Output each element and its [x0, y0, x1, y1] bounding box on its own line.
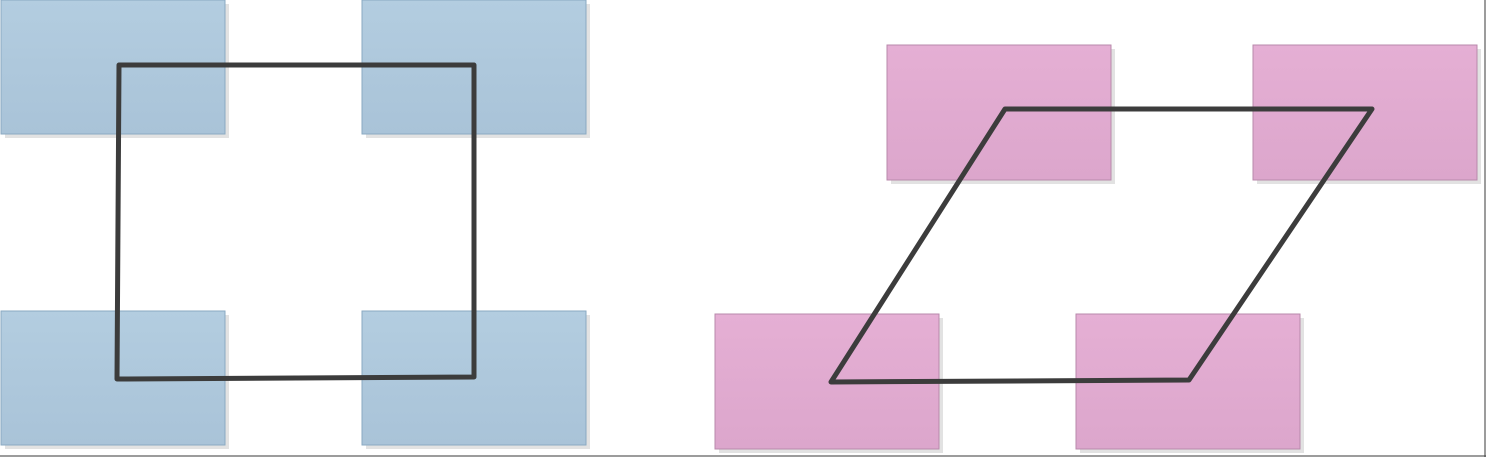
right-group — [714, 44, 1481, 453]
left-group — [0, 0, 590, 449]
left-outline-rectangle — [114, 62, 477, 382]
right-box-top-left — [886, 44, 1112, 181]
right-outline-parallelogram — [828, 106, 1375, 385]
right-box-top-right — [1252, 44, 1478, 181]
